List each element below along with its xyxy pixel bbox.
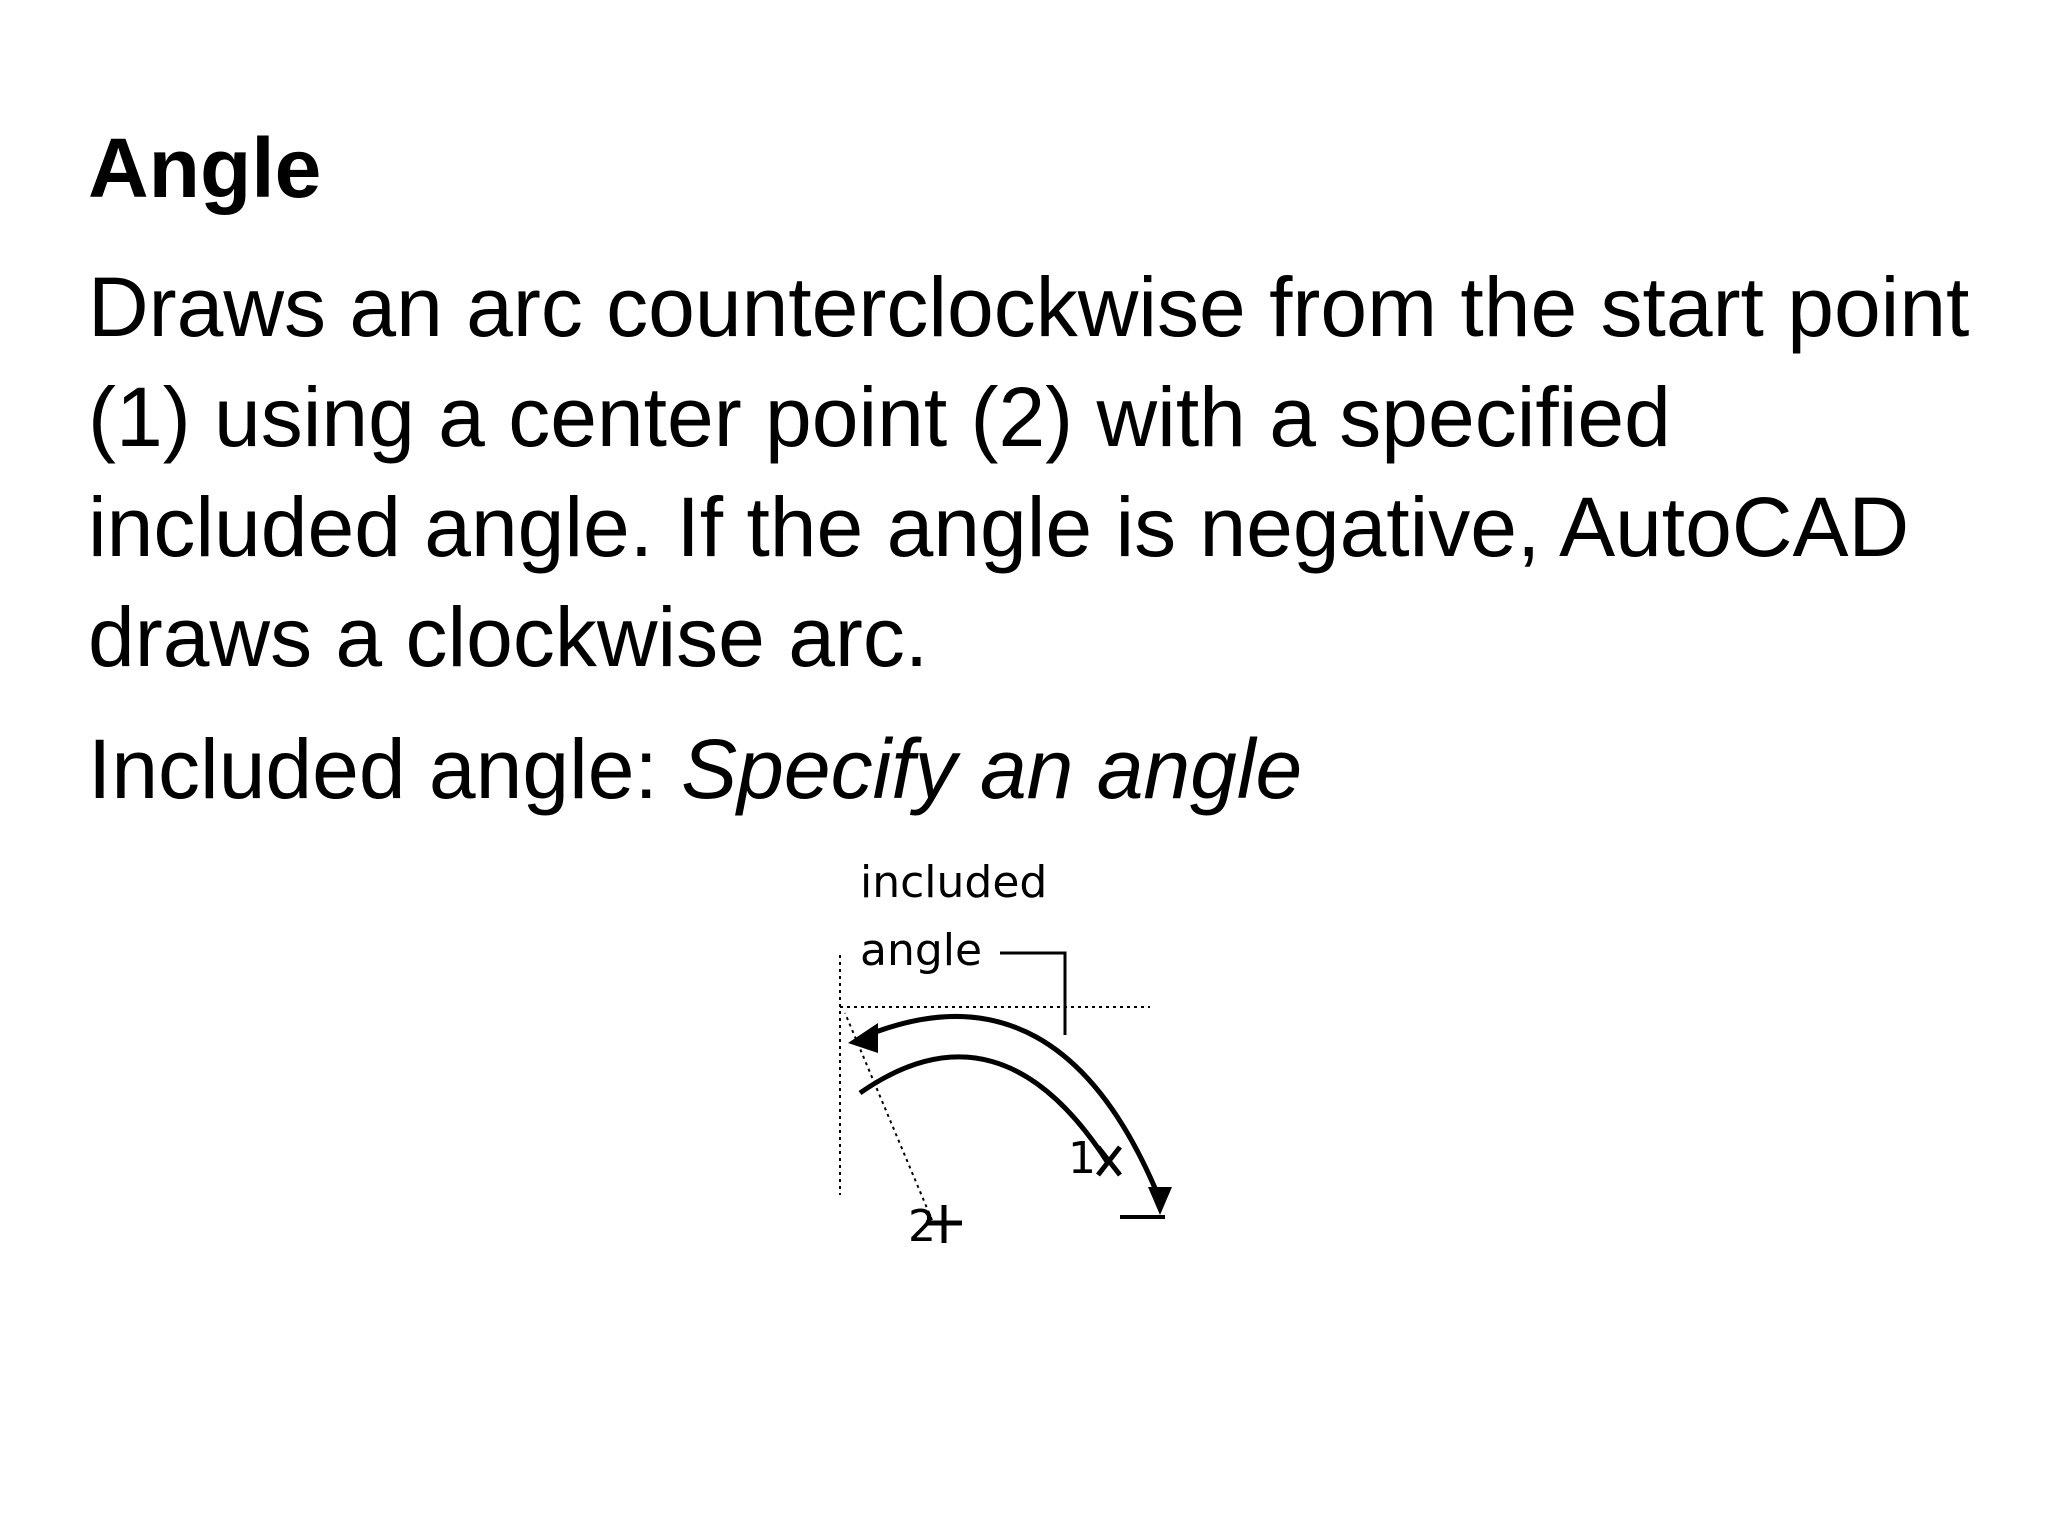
start-point-label: 1 [1068, 1133, 1096, 1184]
option-line: Included angle: Specify an angle [88, 714, 1302, 824]
arc-angle-diagram: included angle 1 2 [820, 845, 1180, 1265]
slide-title: Angle [88, 121, 322, 215]
center-point-marker [926, 1205, 962, 1243]
included-label: included [860, 857, 1047, 908]
drawn-arc [858, 1054, 1111, 1165]
start-point-marker [1096, 1145, 1122, 1177]
angle-arc [862, 1013, 1163, 1201]
radius-line [844, 1012, 933, 1221]
arrowhead-left [848, 1023, 878, 1053]
center-point-label: 2 [908, 1201, 936, 1252]
description-text: Draws an arc counterclockwise from the s… [88, 260, 1970, 684]
option-prompt: Specify an angle [681, 722, 1303, 816]
arrowhead-right [1148, 1187, 1172, 1215]
angle-label: angle [860, 925, 982, 976]
option-label: Included angle: [88, 722, 682, 816]
